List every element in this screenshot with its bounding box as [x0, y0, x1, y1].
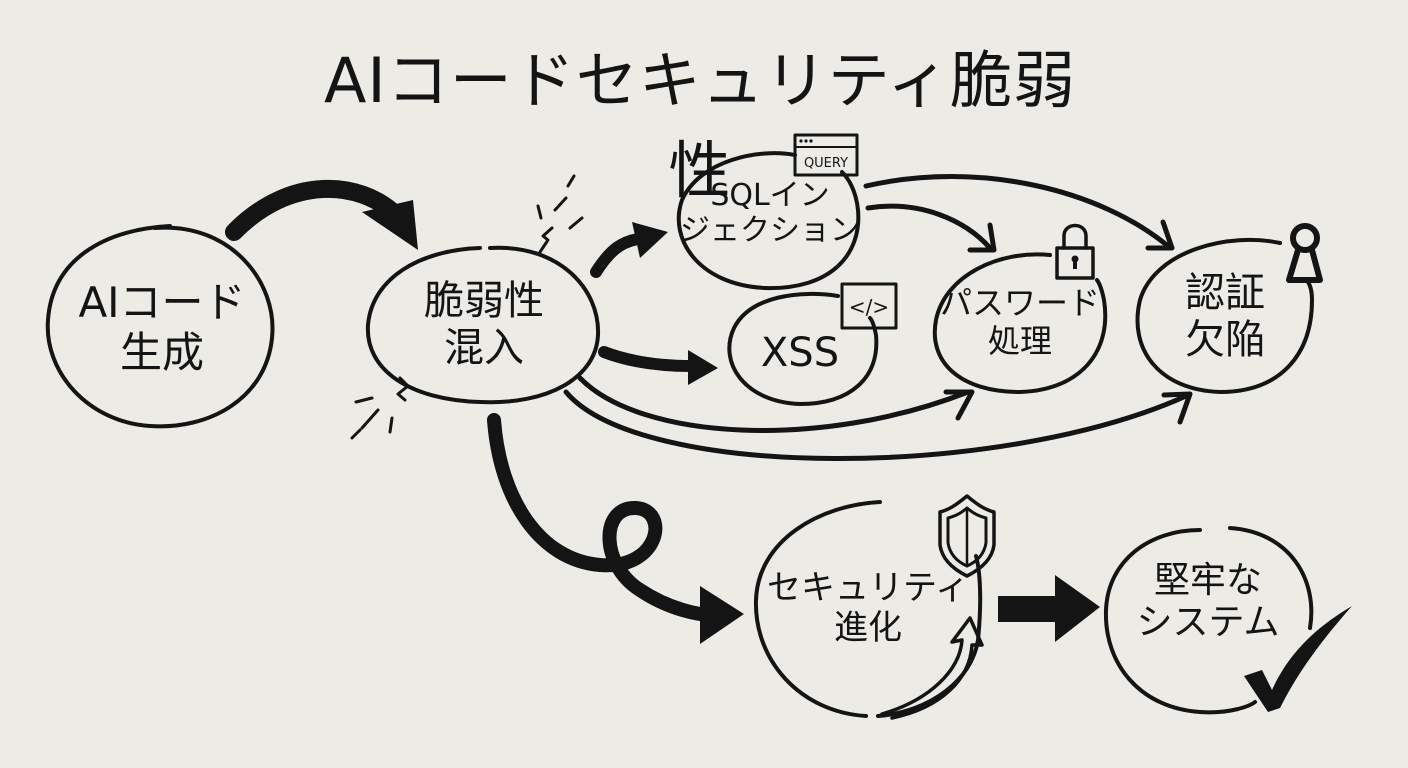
node-vuln-mix: 脆弱性 混入 [370, 278, 598, 372]
shield-icon [938, 494, 996, 578]
arrow-vuln-to-auth [563, 389, 1189, 461]
crack-marks-top [536, 174, 584, 254]
query-badge-label: QUERY [804, 156, 848, 171]
arrow-sql-to-password [865, 203, 993, 251]
node-password-line1: パスワード [939, 284, 1100, 322]
node-sql-line2: ジェクション [680, 213, 860, 249]
node-circle-vuln-mix [365, 245, 601, 405]
node-circle-robust [1103, 526, 1314, 715]
node-ai-code-line2: 生成 [119, 327, 204, 377]
node-sql-line1: SQLイン [710, 178, 830, 213]
node-robust-line1: 堅牢な [1153, 560, 1262, 601]
node-auth-line2: 欠陥 [1185, 317, 1265, 364]
node-circle-password [932, 252, 1108, 394]
evolution-up-arrow [880, 616, 984, 720]
arrow-head [632, 222, 668, 258]
arrow-vuln-to-evolution [487, 413, 719, 622]
padlock-icon [1055, 223, 1095, 280]
arrow-head [700, 586, 744, 644]
arrow-head [967, 222, 997, 253]
node-vuln-mix-line1: 脆弱性 [424, 278, 544, 324]
arrow-vuln-to-xss [598, 346, 698, 372]
arrow-head [1055, 575, 1100, 642]
arrow-evolution-to-robust-shaft [998, 596, 1060, 622]
keyhole-icon [1286, 223, 1323, 283]
code-badge-label: </> [849, 295, 889, 319]
node-evolution-line1: セキュリティ [767, 568, 969, 608]
arrow-head [1145, 219, 1175, 251]
node-password: パスワード 処理 [930, 284, 1110, 361]
node-ai-code: AIコード 生成 [52, 278, 272, 377]
browser-window-icon: QUERY [793, 133, 859, 177]
node-xss: XSS [730, 330, 870, 377]
node-circle-sql [676, 151, 861, 291]
node-xss-line1: XSS [760, 330, 840, 376]
node-robust-line2: システム [1136, 602, 1280, 644]
node-evolution-line2: 進化 [834, 608, 902, 649]
arrow-ai-to-vuln [225, 179, 405, 241]
node-circle-auth [1135, 237, 1314, 394]
node-security-evolution: セキュリティ 進化 [758, 568, 978, 648]
page-title: AIコードセキュリティ脆弱性 [324, 44, 1076, 207]
arrow-head [362, 200, 418, 250]
arrow-head [688, 350, 718, 385]
crack-marks-bottom [350, 376, 410, 440]
node-sql-injection: SQLイン ジェクション [680, 178, 860, 249]
node-ai-code-line1: AIコード [78, 278, 246, 327]
node-auth: 認証 欠陥 [1140, 270, 1310, 364]
node-robust-system: 堅牢な システム [1108, 560, 1308, 645]
arrow-vuln-to-password [577, 375, 971, 433]
checkmark-icon [1244, 606, 1352, 712]
arrow-head [1161, 391, 1193, 425]
arrow-sql-to-auth [863, 174, 1171, 249]
node-circle-ai-code [45, 224, 275, 429]
node-circle-xss [727, 291, 879, 406]
node-password-line2: 処理 [987, 321, 1052, 360]
node-auth-line1: 認証 [1185, 270, 1265, 316]
node-vuln-mix-line2: 混入 [444, 325, 524, 372]
code-tag-icon: </> [840, 282, 898, 330]
arrow-head [943, 389, 975, 421]
